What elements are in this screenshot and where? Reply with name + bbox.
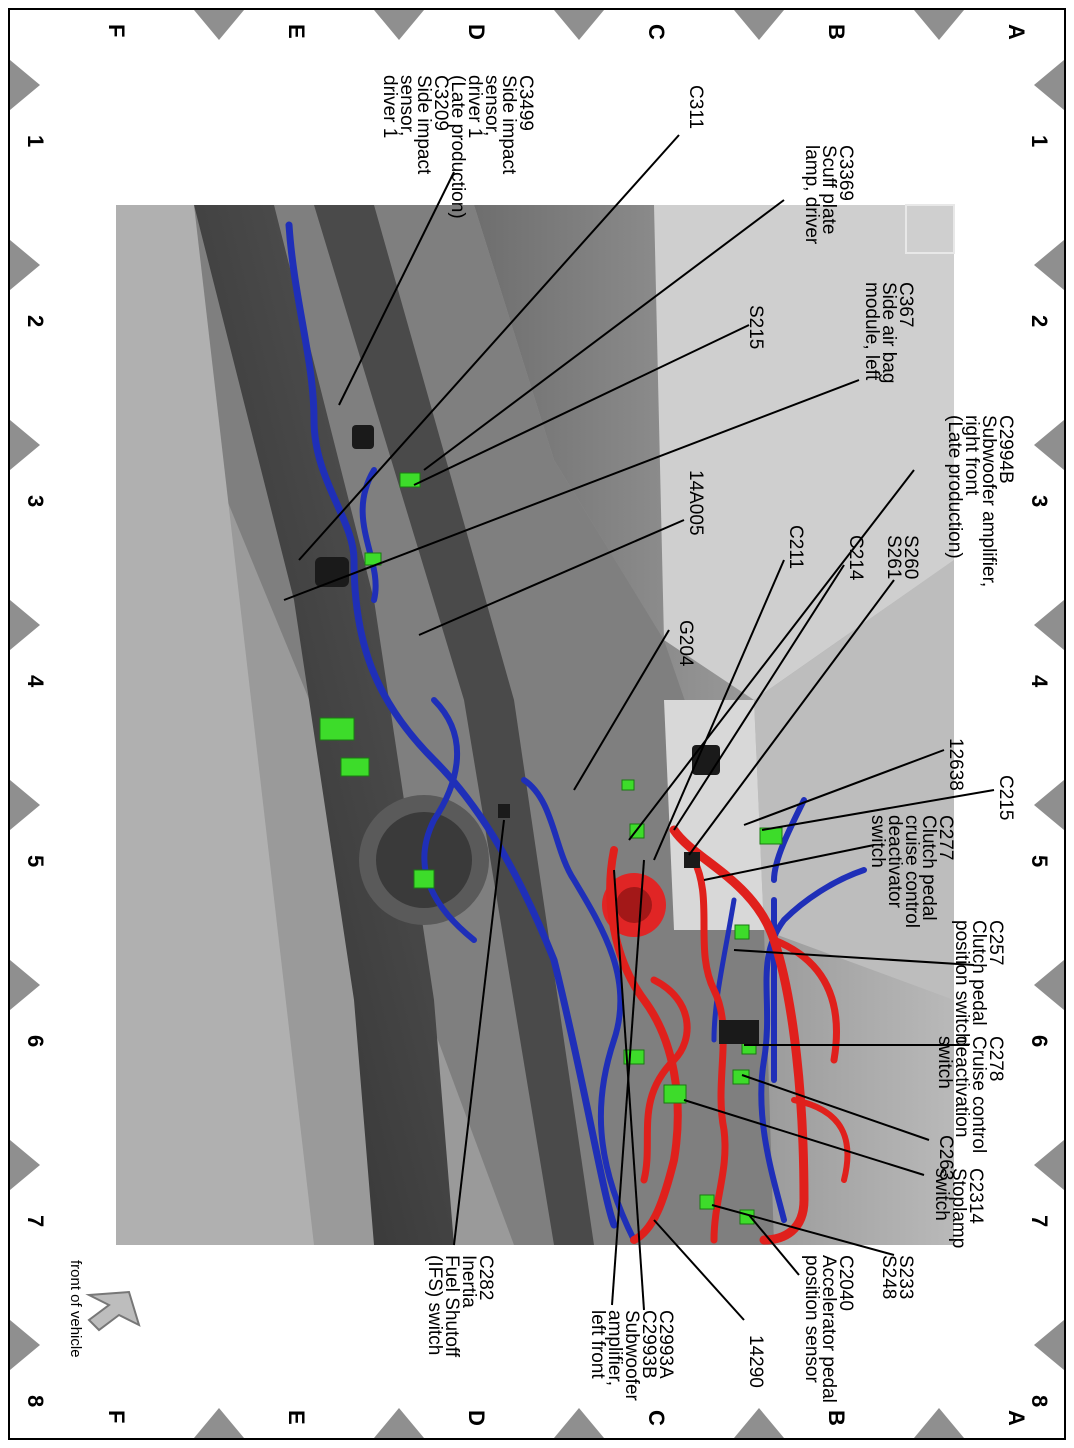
harness-red	[606, 825, 851, 1245]
grid-row-d-left: D	[464, 24, 489, 40]
grid-col-1-bottom: 1	[23, 135, 48, 148]
label-s215: S215	[745, 305, 766, 350]
grid-row-c-right: C	[644, 1410, 669, 1426]
grid-row-f-right: F	[104, 1410, 129, 1424]
grid-col-2-bottom: 2	[23, 315, 48, 328]
harness-blue	[285, 221, 867, 1243]
grid-row-c-left: C	[644, 24, 669, 40]
label-12638: 12638	[945, 738, 966, 791]
grid-col-6-top: 6	[1027, 1035, 1052, 1048]
grid-col-7-bottom: 7	[23, 1215, 48, 1228]
label-g204: G204	[675, 620, 696, 667]
vehicle-body-render	[116, 204, 955, 1245]
label-front-of-vehicle: front of vehicle	[67, 1260, 84, 1358]
label-c367: C367 Side air bag module, left	[861, 282, 916, 384]
grid-col-3-top: 3	[1027, 495, 1052, 508]
label-c311: C311	[685, 85, 706, 130]
grid-col-6-bottom: 6	[23, 1035, 48, 1048]
grid-row-b-left: B	[824, 24, 849, 40]
grid-row-e-right: E	[284, 1410, 309, 1425]
grid-col-4-top: 4	[1027, 675, 1052, 688]
label-c214: C214	[845, 535, 866, 581]
label-c277: C277 Clutch pedal cruise control deactiv…	[867, 815, 956, 928]
grid-col-1-top: 1	[1027, 135, 1052, 148]
grid-col-5-bottom: 5	[23, 855, 48, 868]
grid-col-7-top: 7	[1027, 1215, 1052, 1228]
leader-lines	[283, 134, 995, 1321]
front-arrow	[85, 1290, 141, 1332]
label-s260-s261: S260 S261	[883, 535, 921, 580]
label-c2994b: C2994B Subwoofer amplifier, right front …	[944, 415, 1016, 588]
label-c2314: C2314 Stoplamp switch	[931, 1168, 986, 1249]
grid-col-3-bottom: 3	[23, 495, 48, 508]
label-s233-s248: S233 S248	[878, 1255, 916, 1300]
grid-col-2-top: 2	[1027, 315, 1052, 328]
border-markers	[10, 10, 1064, 1438]
label-c3499-c3209: C3499 Side impact sensor, driver 1 (Late…	[379, 75, 536, 219]
label-c215: C215	[995, 775, 1016, 821]
label-c2993a-c2993b: C2993A C2993B Subwoofer amplifier, left …	[587, 1310, 676, 1401]
grid-row-a-right: A	[1004, 1410, 1029, 1426]
label-c282: C282 Inertia Fuel Shutoff (IFS) switch	[424, 1255, 496, 1358]
grid-col-5-top: 5	[1027, 855, 1052, 868]
grid-row-f-left: F	[104, 24, 129, 38]
grid-col-8-bottom: 8	[23, 1395, 48, 1408]
label-c257: C257 Clutch pedal position switch	[951, 920, 1006, 1044]
label-c2040: C2040 Accelerator pedal position sensor	[801, 1255, 856, 1403]
grid-row-b-right: B	[824, 1410, 849, 1426]
label-c211: C211	[785, 525, 806, 570]
grid-col-8-top: 8	[1027, 1395, 1052, 1408]
diagram-border	[8, 8, 1066, 1440]
label-14290: 14290	[745, 1335, 766, 1388]
grid-col-4-bottom: 4	[23, 675, 48, 688]
label-c3369: C3369 Scuff plate lamp, driver	[801, 145, 856, 245]
label-14a005: 14A005	[685, 470, 706, 536]
grid-row-d-right: D	[464, 1410, 489, 1426]
grid-row-a-left: A	[1004, 24, 1029, 40]
grid-row-e-left: E	[284, 24, 309, 39]
